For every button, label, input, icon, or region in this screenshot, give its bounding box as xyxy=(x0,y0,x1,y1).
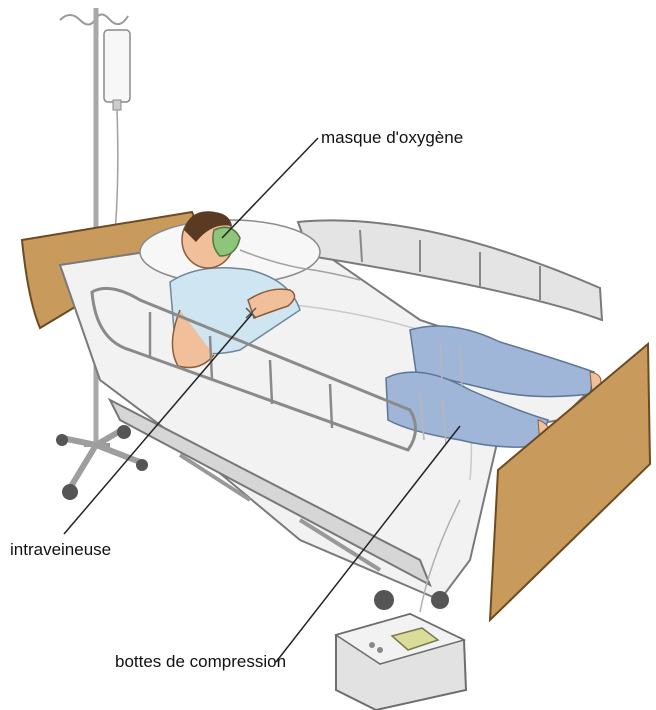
label-compression-boots: bottes de compression xyxy=(115,652,286,672)
label-iv: intraveineuse xyxy=(10,540,111,560)
label-oxygen-mask: masque d'oxygène xyxy=(321,128,463,148)
